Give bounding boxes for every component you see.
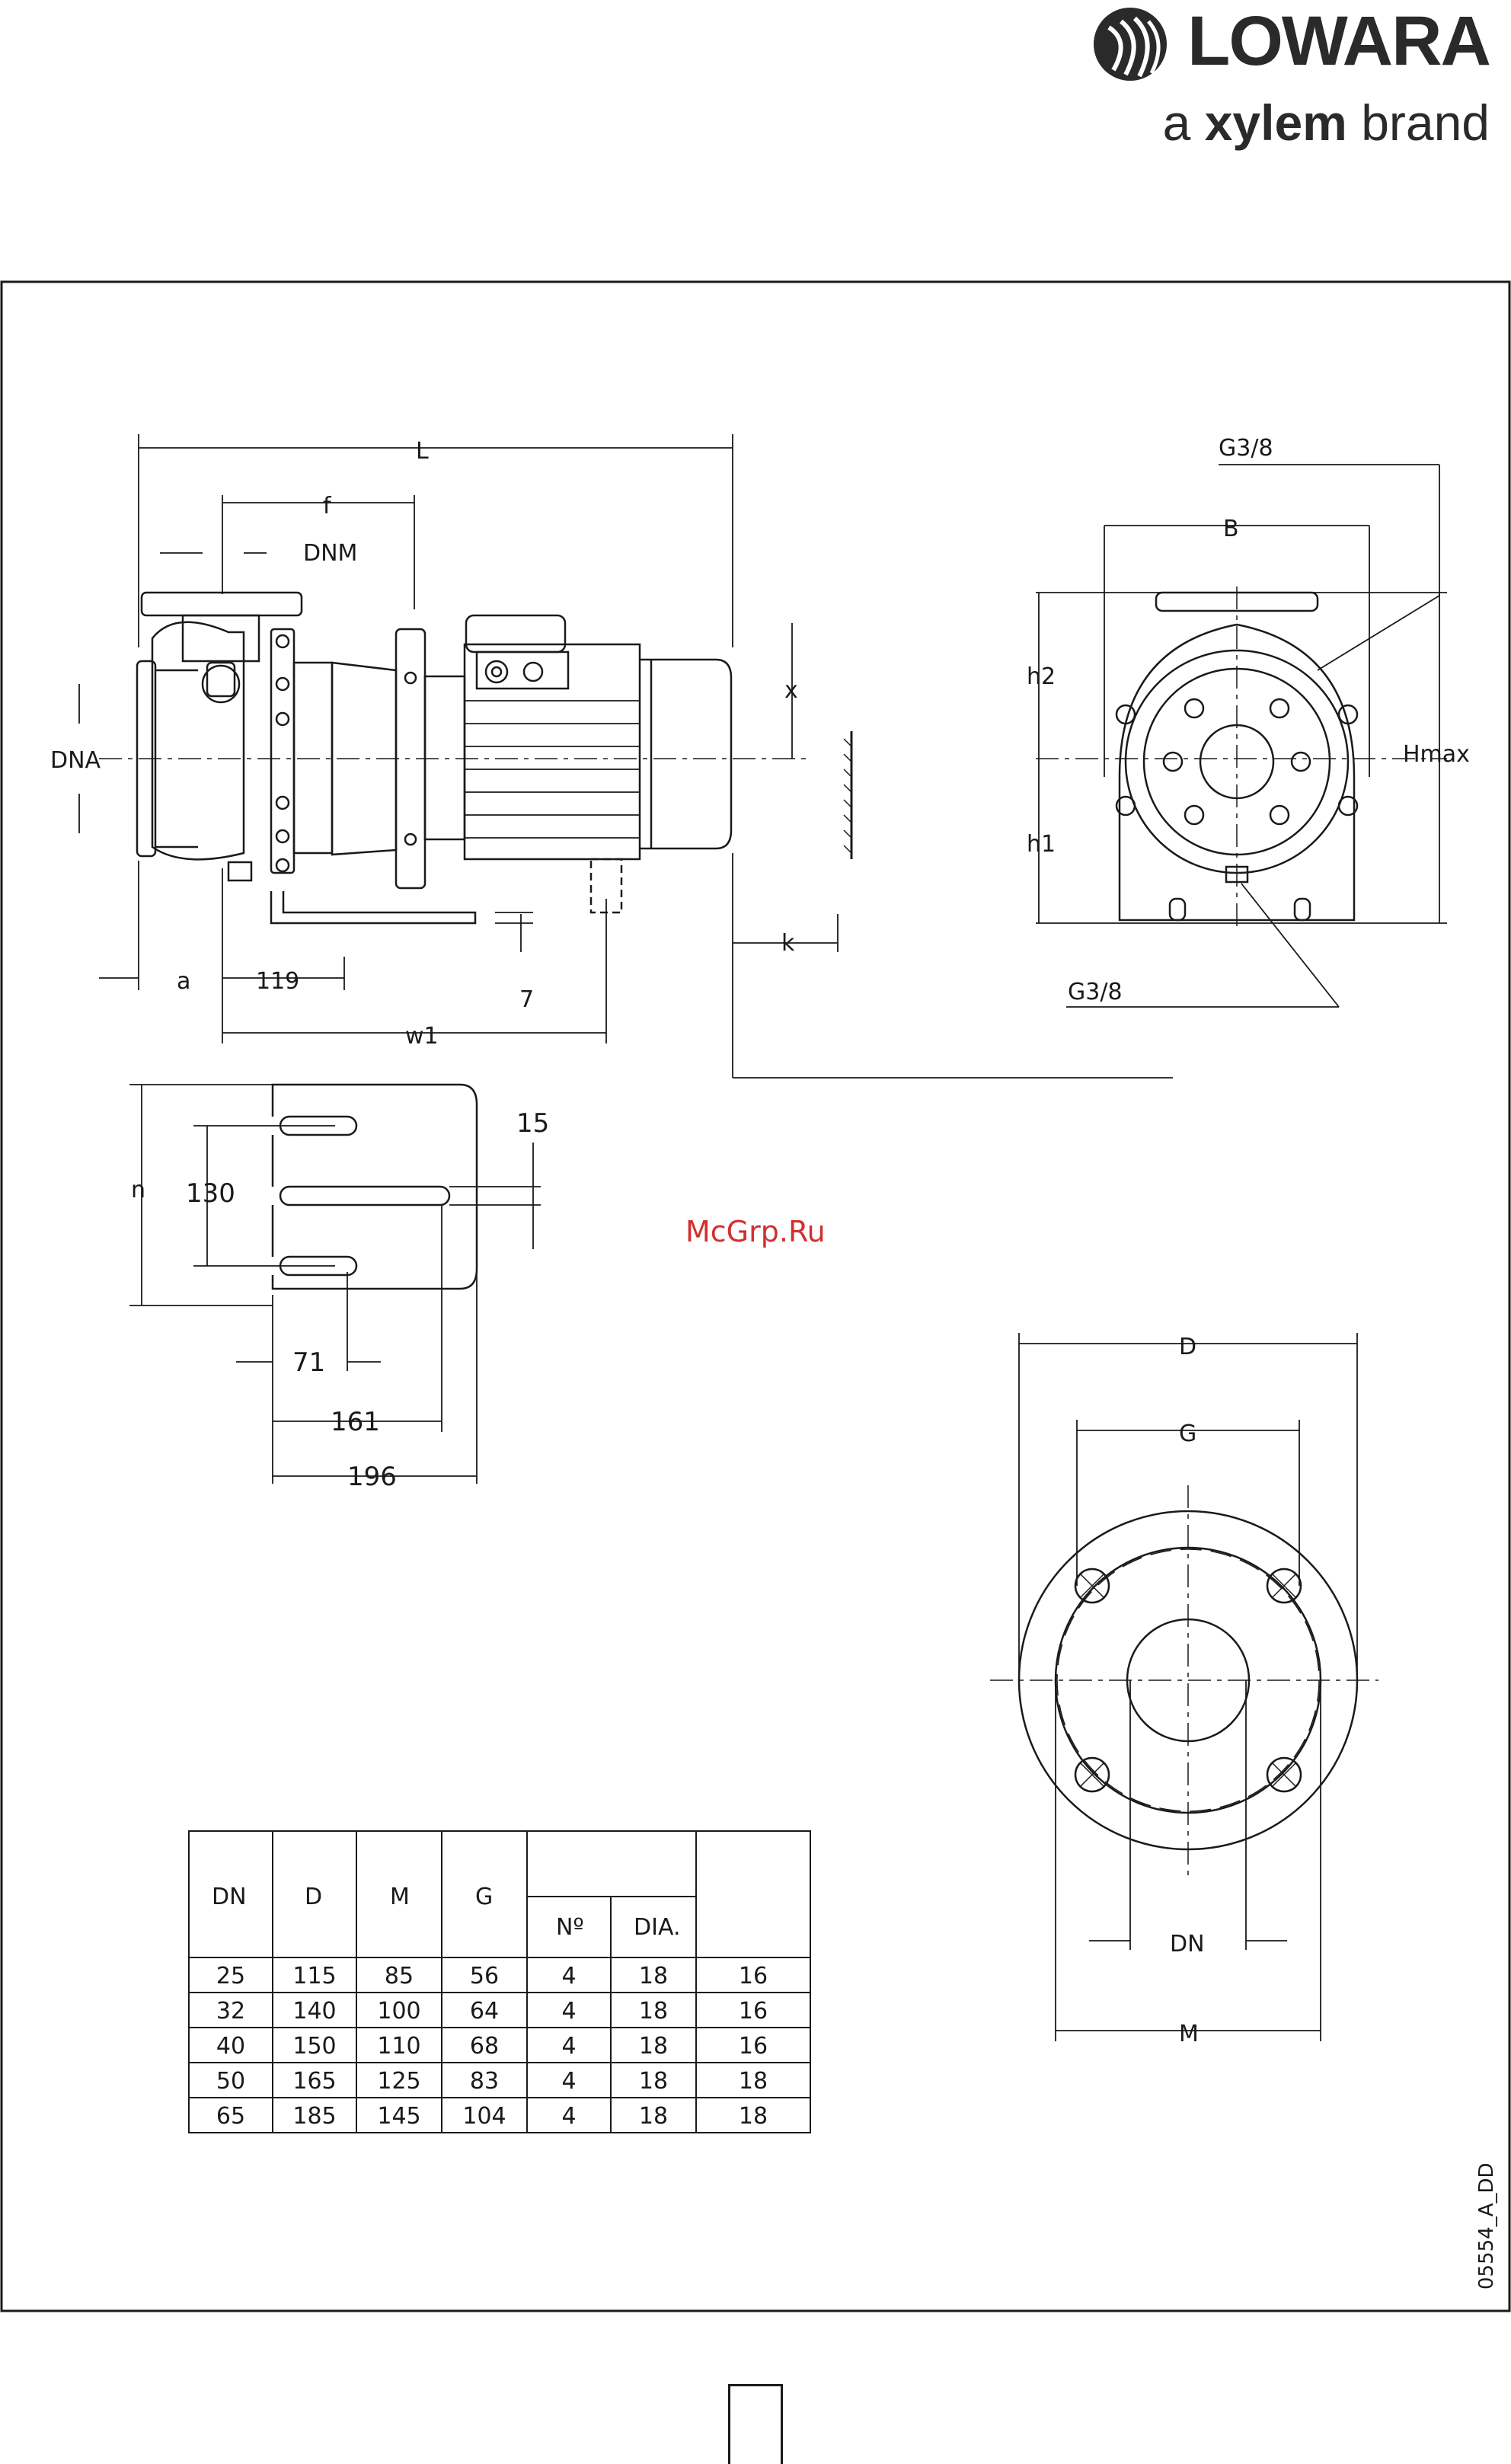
table-cell: 18 — [639, 2103, 668, 2130]
drawing-code: 05554_A_DD — [1475, 2162, 1498, 2290]
table-cell: 4 — [561, 2068, 576, 2095]
dim-h1: h1 — [1027, 831, 1056, 858]
table-cell: 4 — [561, 2033, 576, 2060]
table-header-dia: DIA. — [634, 1914, 680, 1941]
table-cell: 18 — [639, 1963, 668, 1989]
dim-DNA: DNA — [50, 747, 101, 774]
table-header-m: M — [390, 1884, 410, 1910]
foot-plan: n 130 15 71 161 196 — [129, 1085, 549, 1492]
table-cell: 16 — [739, 1998, 768, 2025]
brand-header: LOWARA a xylem brand — [1063, 0, 1490, 160]
table-header-dn: DN — [212, 1884, 247, 1910]
dim-f: f — [323, 493, 332, 519]
table-cell: 145 — [377, 2103, 420, 2130]
dim-k: k — [781, 930, 795, 957]
table-cell: 64 — [470, 1998, 499, 2025]
dim-B: B — [1223, 516, 1239, 542]
bolt-heads — [276, 635, 289, 871]
dim-M: M — [1179, 2021, 1199, 2047]
table-cell: 18 — [739, 2068, 768, 2095]
table-cell: 56 — [470, 1963, 499, 1989]
dim-G: G — [1179, 1421, 1196, 1447]
label-g38-top: G3/8 — [1219, 435, 1273, 462]
table-cell: 85 — [385, 1963, 414, 1989]
table-cell: 104 — [462, 2103, 506, 2130]
dim-L: L — [416, 438, 429, 465]
table-header-g: G — [475, 1884, 493, 1910]
table-header-d: D — [305, 1884, 322, 1910]
dim-DN: DN — [1170, 1931, 1205, 1957]
pump-side-view: L f DNM DNA x k a 119 7 w1 — [50, 434, 1173, 1078]
dim-w1: w1 — [405, 1023, 439, 1050]
pump-front-view: G3/8 B h2 h1 Hmax G3/8 — [1027, 435, 1470, 1007]
dim-196: 196 — [347, 1462, 397, 1492]
brand-name: LOWARA — [1187, 6, 1490, 76]
dim-Hmax: Hmax — [1403, 741, 1470, 768]
table-cell: 65 — [216, 2103, 245, 2130]
table-cell: 16 — [739, 2033, 768, 2060]
dim-7: 7 — [519, 986, 534, 1013]
table-cell: 115 — [292, 1963, 336, 1989]
table-cell: 18 — [639, 2068, 668, 2095]
dim-a: a — [177, 968, 190, 995]
table-cell: 16 — [739, 1963, 768, 1989]
table-cell: 18 — [739, 2103, 768, 2130]
table-header-no: Nº — [556, 1914, 584, 1941]
table-cell: 4 — [561, 2103, 576, 2130]
dim-71: 71 — [292, 1347, 325, 1378]
table-cell: 83 — [470, 2068, 499, 2095]
dim-n: n — [131, 1177, 145, 1203]
table-cell: 18 — [639, 1998, 668, 2025]
table-cell: 4 — [561, 1963, 576, 1989]
flange-dimension-table: DN D M G Nº DIA. 25 115 85 56 4 18 16 32 140 100 6… — [189, 1831, 810, 2133]
table-cell: 165 — [292, 2068, 336, 2095]
page-number-box — [728, 2384, 783, 2464]
technical-drawing: L f DNM DNA x k a 119 7 w1 — [0, 280, 1511, 2312]
table-cell: 25 — [216, 1963, 245, 1989]
dim-161: 161 — [331, 1407, 380, 1437]
dim-h2: h2 — [1027, 663, 1056, 690]
table-cell: 18 — [639, 2033, 668, 2060]
dim-130: 130 — [186, 1178, 235, 1209]
table-cell: 100 — [377, 1998, 420, 2025]
table-cell: 125 — [377, 2068, 420, 2095]
lowara-wave-icon — [1091, 5, 1170, 84]
label-g38-bottom: G3/8 — [1068, 979, 1123, 1005]
dim-DNM: DNM — [303, 540, 357, 567]
table-cell: 140 — [292, 1998, 336, 2025]
table-cell: 68 — [470, 2033, 499, 2060]
dim-x: x — [784, 677, 798, 704]
table-cell: 4 — [561, 1998, 576, 2025]
watermark: McGrp.Ru — [685, 1215, 826, 1248]
table-cell: 32 — [216, 1998, 245, 2025]
table-cell: 150 — [292, 2033, 336, 2060]
dim-D: D — [1179, 1334, 1196, 1360]
table-cell: 185 — [292, 2103, 336, 2130]
dim-119: 119 — [256, 968, 299, 995]
brand-tagline: a xylem brand — [1163, 97, 1490, 148]
dim-15: 15 — [516, 1108, 549, 1139]
table-cell: 110 — [377, 2033, 420, 2060]
table-cell: 40 — [216, 2033, 245, 2060]
table-cell: 50 — [216, 2068, 245, 2095]
flange-detail: D G DN M — [990, 1333, 1378, 2047]
